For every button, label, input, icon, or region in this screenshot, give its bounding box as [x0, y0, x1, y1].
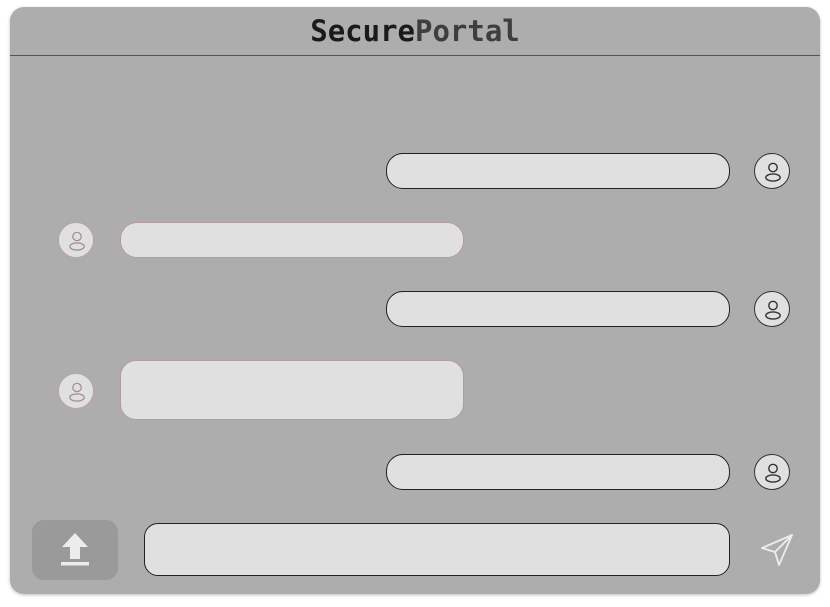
- upload-arrow-icon: [61, 533, 89, 566]
- message-bubble-outgoing: [386, 153, 730, 189]
- send-icon: [761, 534, 793, 566]
- chat-window: SecurePortal: [10, 7, 820, 594]
- app-title: SecurePortal: [310, 13, 520, 48]
- user-avatar-icon: [754, 291, 790, 327]
- message-bubble-incoming: [120, 360, 464, 420]
- user-avatar-icon: [754, 153, 790, 189]
- app-header: SecurePortal: [10, 7, 820, 56]
- message-bubble-outgoing: [386, 454, 730, 490]
- app-title-part-2: Portal: [415, 13, 520, 48]
- message-bubble-outgoing: [386, 291, 730, 327]
- send-button[interactable]: [758, 530, 798, 570]
- upload-button[interactable]: [32, 520, 118, 580]
- contact-avatar-icon: [58, 373, 94, 409]
- user-avatar-icon: [754, 454, 790, 490]
- message-bubble-incoming: [120, 222, 464, 258]
- contact-avatar-icon: [58, 222, 94, 258]
- app-title-part-1: Secure: [310, 13, 415, 48]
- message-input[interactable]: [144, 523, 730, 576]
